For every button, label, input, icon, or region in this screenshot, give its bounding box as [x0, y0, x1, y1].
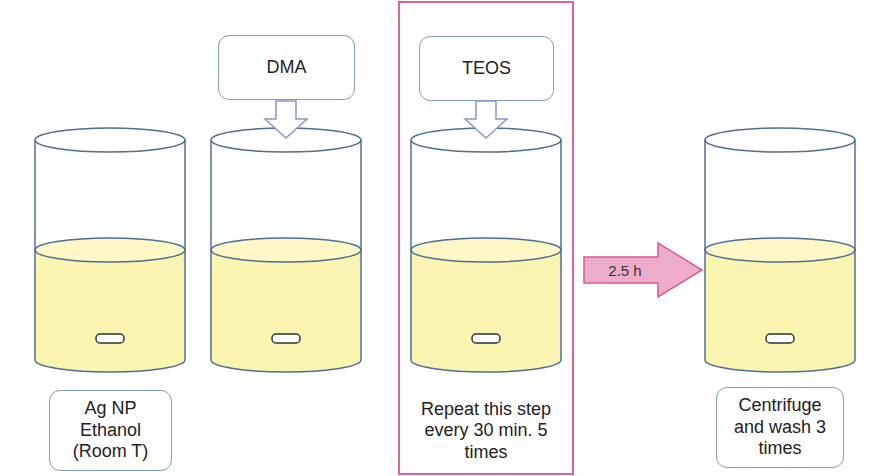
beaker — [211, 128, 361, 372]
node-text: Repeat this step every 30 min. 5 times — [408, 389, 564, 473]
sample-box: Ag NP Ethanol (Room T) — [49, 390, 172, 471]
beaker — [705, 128, 855, 372]
reagent-box: TEOS — [419, 36, 554, 101]
beaker — [35, 128, 185, 372]
add-arrow — [265, 101, 307, 138]
node-text: DMA — [267, 57, 307, 79]
node-text: Centrifuge and wash 3 times — [725, 395, 835, 460]
process-box: Centrifuge and wash 3 times — [716, 387, 844, 468]
beaker — [411, 128, 561, 372]
node-text: TEOS — [462, 58, 511, 80]
repeat-panel: Repeat this step every 30 min. 5 times TE… — [398, 1, 574, 475]
time-label: 2.5 h — [608, 263, 641, 278]
node-text: Ag NP Ethanol (Room T) — [58, 398, 163, 463]
reagent-box: DMA — [218, 35, 355, 100]
time-arrow — [584, 243, 702, 297]
add-arrow — [465, 101, 507, 138]
